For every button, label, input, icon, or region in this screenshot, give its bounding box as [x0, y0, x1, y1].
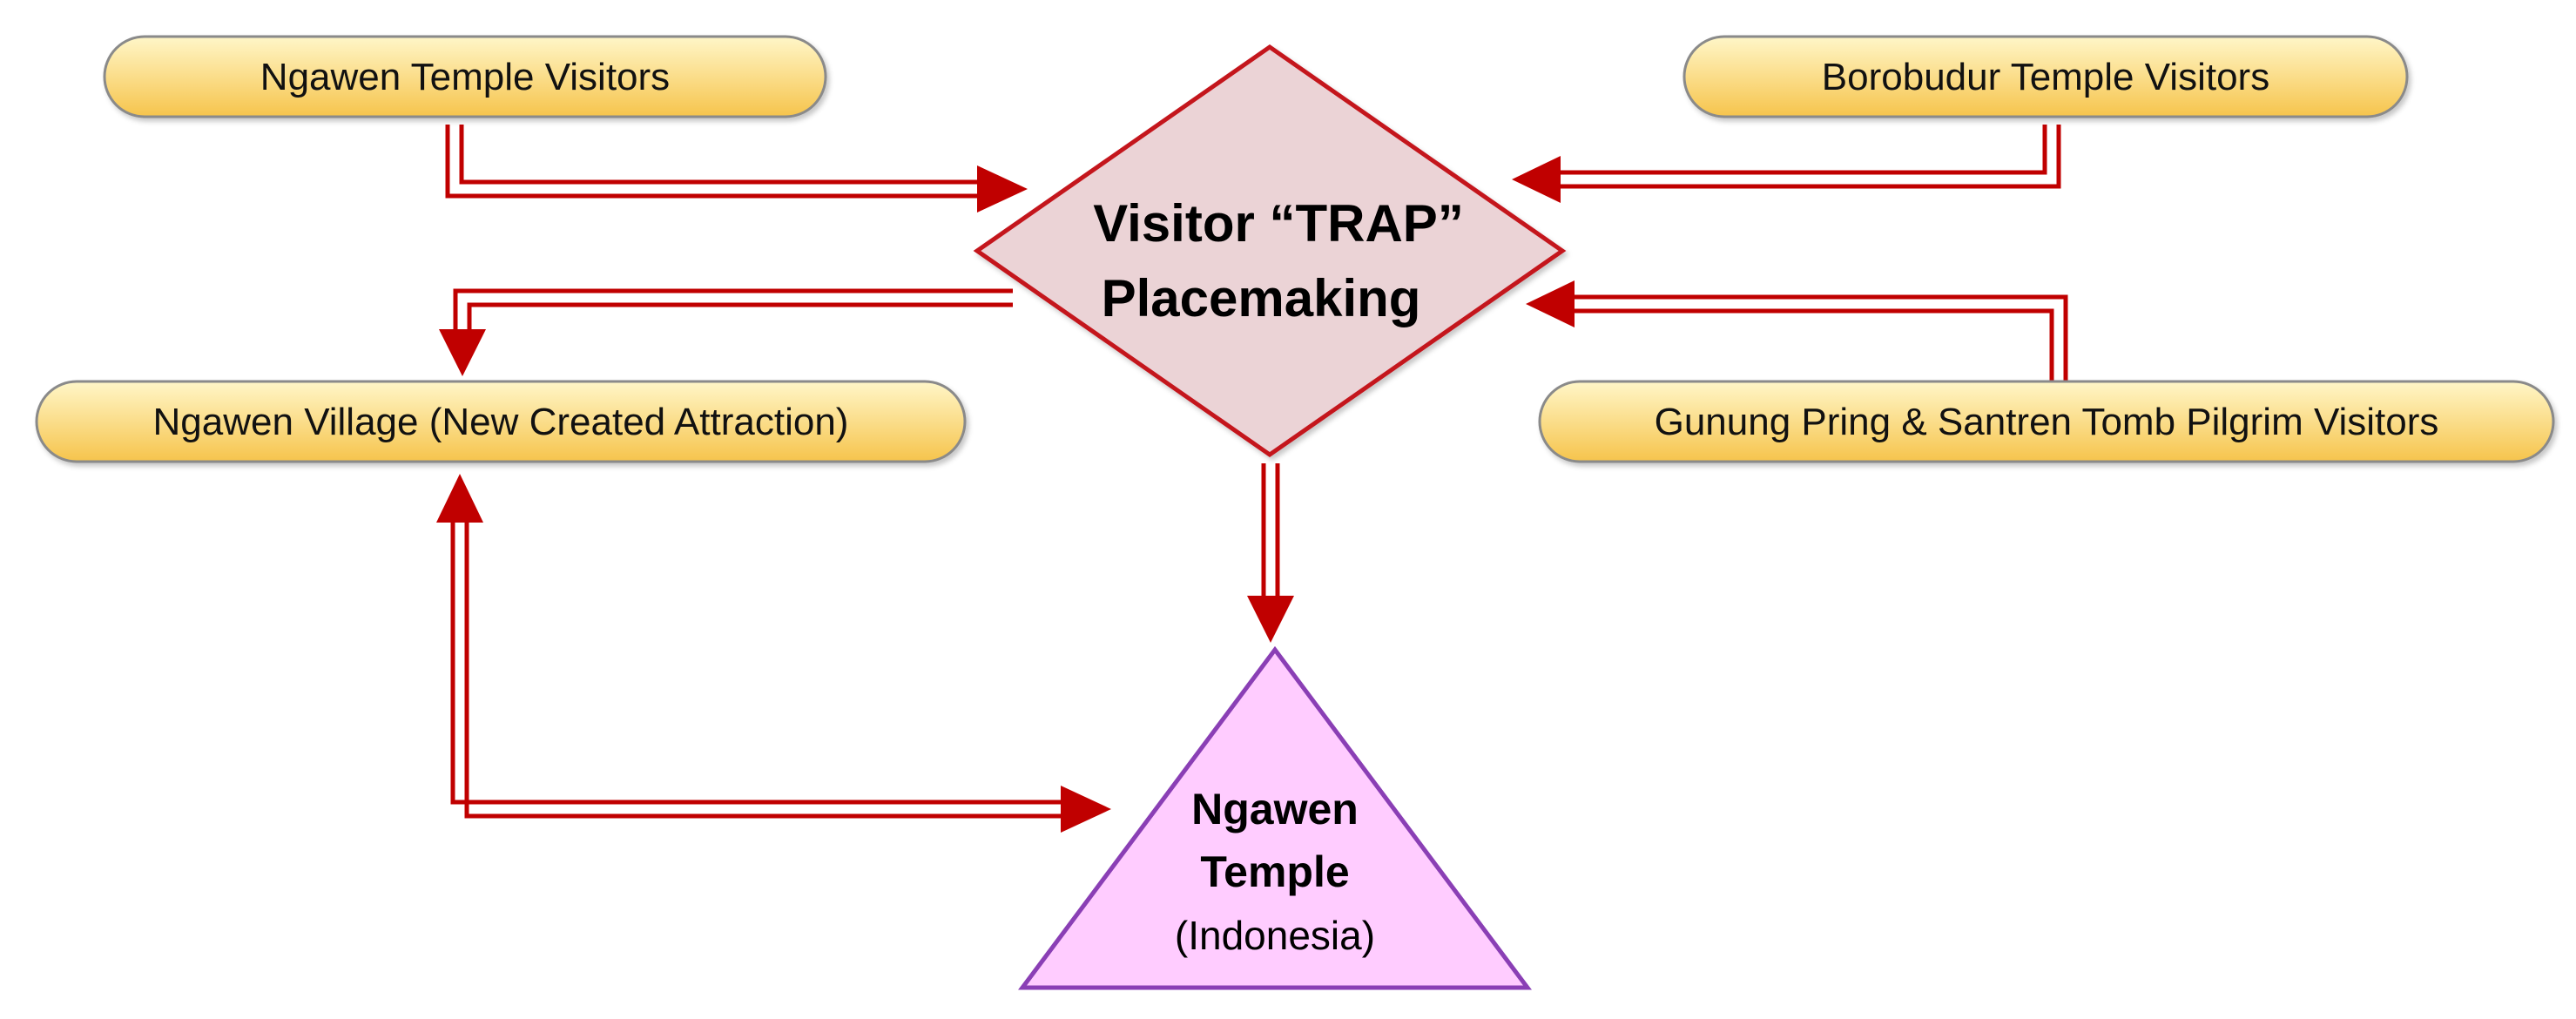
arrow-village-temple-bidirectional — [436, 474, 1111, 833]
node-label: Gunung Pring & Santren Tomb Pilgrim Visi… — [1655, 401, 2439, 443]
diamond-label-line2: Placemaking — [1102, 269, 1421, 327]
node-ngawen-village: Ngawen Village (New Created Attraction) — [35, 380, 967, 463]
arrow-pilgrim-visitors-to-trap — [1526, 280, 2068, 381]
node-label: Ngawen Temple Visitors — [260, 56, 670, 98]
node-label: Ngawen Village (New Created Attraction) — [153, 401, 849, 443]
node-label: Borobudur Temple Visitors — [1822, 56, 2269, 98]
triangle-label-line3: (Indonesia) — [1175, 913, 1375, 958]
connectors — [436, 125, 2068, 833]
arrow-borobudur-visitors-to-trap — [1512, 125, 2061, 203]
arrow-trap-to-temple — [1247, 463, 1294, 643]
triangle-label-line1: Ngawen — [1191, 785, 1359, 833]
arrow-ngawen-visitors-to-trap — [445, 125, 1028, 213]
arrow-trap-to-ngawen-village — [439, 288, 1013, 376]
node-visitor-trap-placemaking: Visitor “TRAP” Placemaking — [973, 44, 1567, 458]
triangle-label-line2: Temple — [1200, 847, 1349, 896]
diamond-label-line1: Visitor “TRAP” — [1093, 194, 1464, 253]
node-ngawen-temple: Ngawen Temple (Indonesia) — [1018, 645, 1532, 990]
node-ngawen-temple-visitors: Ngawen Temple Visitors — [103, 35, 827, 118]
node-pilgrim-visitors: Gunung Pring & Santren Tomb Pilgrim Visi… — [1538, 380, 2555, 463]
node-borobudur-temple-visitors: Borobudur Temple Visitors — [1682, 35, 2409, 118]
